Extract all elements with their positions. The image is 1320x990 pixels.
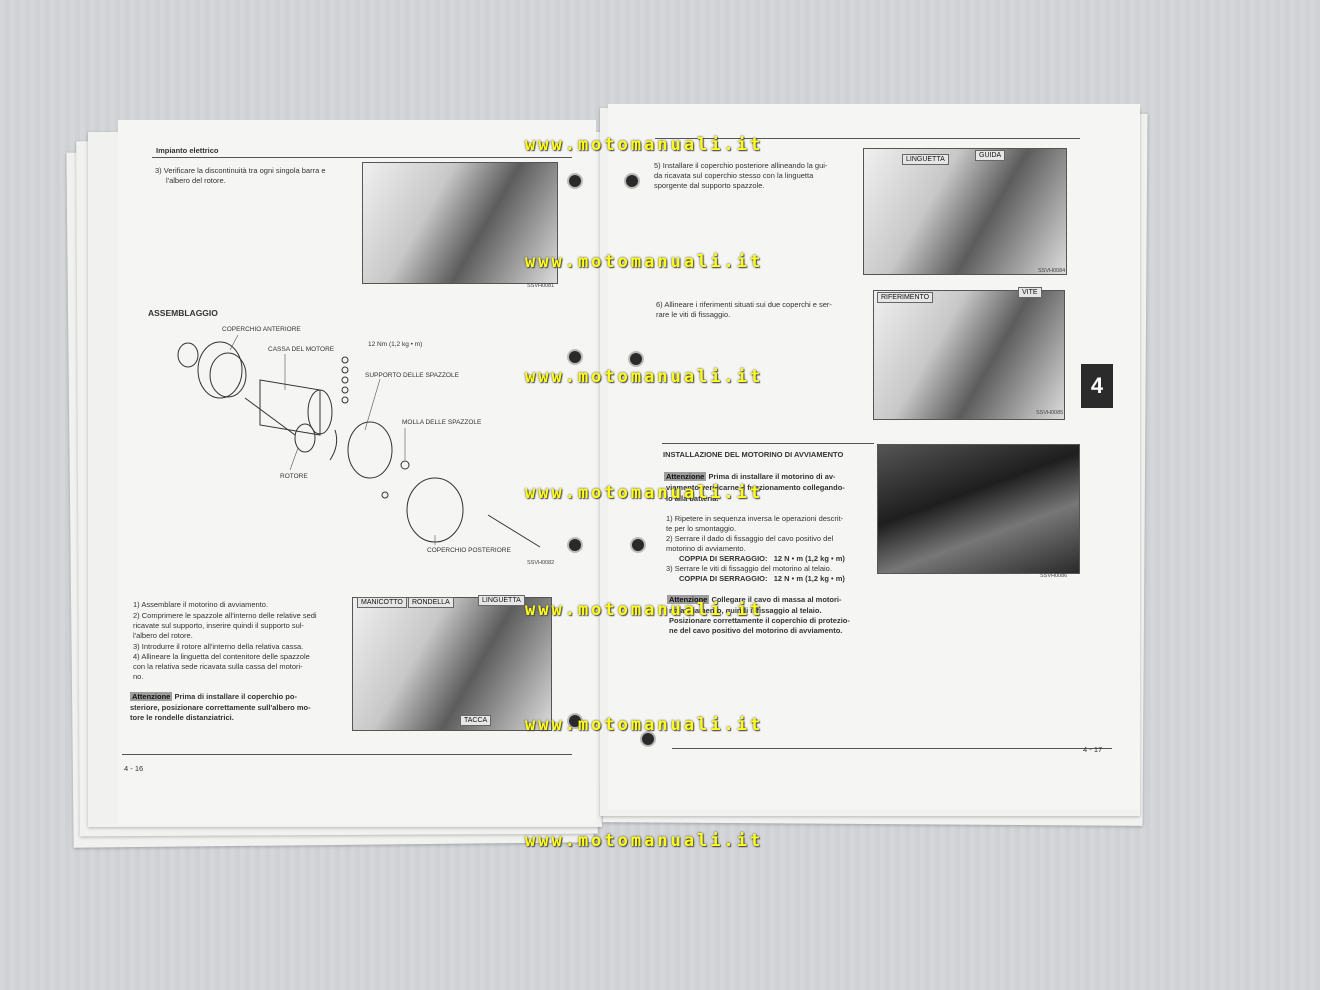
label-motor-case: CASSA DEL MOTORE bbox=[268, 346, 335, 353]
torque-value: 12 N • m (1,2 kg • m) bbox=[773, 574, 845, 583]
right-attention1-line2: viamento verificarne il funzionamento co… bbox=[666, 483, 845, 492]
rear-cover-photo-code: SSVH0084 bbox=[1038, 268, 1066, 274]
binding-hole bbox=[567, 713, 583, 729]
right-attention2-text: Collegare il cavo di massa al motori- bbox=[711, 595, 842, 604]
binding-hole bbox=[624, 173, 640, 189]
binding-hole bbox=[567, 349, 583, 365]
label-rotor: ROTORE bbox=[280, 473, 308, 480]
torque-row-2: COPPIA DI SERRAGGIO: 12 N • m (1,2 kg • … bbox=[679, 574, 845, 584]
watermark: www.motomanuali.it bbox=[525, 600, 764, 620]
left-step-line: l'albero del rotore. bbox=[133, 631, 193, 640]
right-attention1-line3: lo alla batteria. bbox=[666, 494, 719, 503]
watermark: www.motomanuali.it bbox=[525, 483, 764, 503]
left-step-line: ricavate sul supporto, inserire quindi i… bbox=[133, 621, 304, 630]
installed-motor-photo bbox=[877, 444, 1080, 574]
attention-badge: Attenzione bbox=[664, 472, 707, 481]
assembly-title: ASSEMBLAGGIO bbox=[148, 308, 218, 318]
right-attention2-line3: Posizionare correttamente il coperchio d… bbox=[669, 616, 850, 625]
label-notch: TACCA bbox=[460, 715, 492, 726]
left-step-line: 3) Introdurre il rotore all'interno dell… bbox=[133, 642, 304, 651]
right-step5-line2: da ricavata sul coperchio stesso con la … bbox=[654, 171, 814, 180]
binding-hole bbox=[567, 537, 583, 553]
right-attention2-line2: no avviamento, quindi il fissaggio al te… bbox=[669, 606, 822, 615]
left-attention-line1: Attenzione Prima di installare il coperc… bbox=[130, 692, 297, 702]
torque-row-1: COPPIA DI SERRAGGIO: 12 N • m (1,2 kg • … bbox=[679, 554, 845, 564]
label-rear-cover: COPERCHIO POSTERIORE bbox=[427, 547, 511, 554]
label-brush-holder: SUPPORTO DELLE SPAZZOLE bbox=[365, 372, 459, 379]
left-footer-rule bbox=[122, 754, 572, 755]
install-step-line: te per lo smontaggio. bbox=[666, 524, 737, 533]
label-washer: RONDELLA bbox=[408, 597, 454, 608]
chapter-tab: 4 bbox=[1081, 364, 1113, 408]
alignment-photo-code: SSVH0085 bbox=[1036, 410, 1064, 416]
binding-hole bbox=[640, 731, 656, 747]
install-title-rule bbox=[662, 443, 874, 444]
label-guide: GUIDA bbox=[975, 150, 1006, 161]
left-header: Impianto elettrico bbox=[156, 146, 219, 155]
install-step3: 3) Serrare le viti di fissaggio del moto… bbox=[666, 564, 832, 573]
right-attention2-line1: Attenzione Collegare il cavo di massa al… bbox=[667, 595, 841, 605]
left-step3-line2: l'albero del rotore. bbox=[166, 176, 226, 185]
right-step6-line2: rare le viti di fissaggio. bbox=[656, 310, 731, 319]
watermark: www.motomanuali.it bbox=[525, 135, 764, 155]
rear-cover-photo bbox=[863, 148, 1067, 275]
diagram-code: SSVH0082 bbox=[527, 560, 555, 566]
label-brush-spring: MOLLA DELLE SPAZZOLE bbox=[402, 419, 482, 426]
left-page-number: 4 - 16 bbox=[124, 764, 144, 773]
left-step-line: no. bbox=[133, 672, 144, 681]
exploded-diagram bbox=[177, 334, 541, 548]
left-attention-line3: tore le rondelle distanziatrici. bbox=[130, 713, 234, 722]
rotor-photo-code: SSVH0081 bbox=[527, 283, 555, 289]
attention-badge: Attenzione bbox=[130, 692, 173, 701]
left-attention-text: Prima di installare il coperchio po- bbox=[174, 692, 297, 701]
right-step5-line1: 5) Installare il coperchio posteriore al… bbox=[654, 161, 828, 170]
left-step-line: 4) Allineare la linguetta del contenitor… bbox=[133, 652, 310, 661]
label-reference: RIFERIMENTO bbox=[877, 292, 934, 303]
watermark: www.motomanuali.it bbox=[525, 715, 764, 735]
binding-hole bbox=[567, 173, 583, 189]
left-step-line: 1) Assemblare il motorino di avviamento. bbox=[133, 600, 269, 609]
right-attention1-line1: Attenzione Prima di installare il motori… bbox=[664, 472, 836, 482]
watermark: www.motomanuali.it bbox=[525, 252, 764, 272]
right-step6-line1: 6) Allineare i riferimenti situati sui d… bbox=[656, 300, 832, 309]
attention-badge: Attenzione bbox=[667, 595, 710, 604]
watermark: www.motomanuali.it bbox=[525, 367, 764, 387]
left-attention-line2: steriore, posizionare correttamente sull… bbox=[130, 703, 311, 712]
installed-motor-photo-code: SSVH0086 bbox=[1040, 573, 1068, 579]
label-torque: 12 Nm (1,2 kg • m) bbox=[368, 341, 423, 348]
alignment-photo bbox=[873, 290, 1065, 420]
left-step3-line1: 3) Verificare la discontinuità tra ogni … bbox=[155, 166, 326, 175]
right-attention1-text: Prima di installare il motorino di av- bbox=[708, 472, 836, 481]
label-front-cover: COPERCHIO ANTERIORE bbox=[222, 326, 301, 333]
label-screw: VITE bbox=[1018, 287, 1042, 298]
install-step-line: 1) Ripetere in sequenza inversa le opera… bbox=[666, 514, 844, 523]
install-step-line: 2) Serrare il dado di fissaggio del cavo… bbox=[666, 534, 834, 543]
label-sleeve: MANICOTTO bbox=[357, 597, 407, 608]
right-header-rule bbox=[655, 138, 1080, 139]
torque-value: 12 N • m (1,2 kg • m) bbox=[773, 554, 845, 563]
install-step-line: motorino di avviamento. bbox=[666, 544, 746, 553]
label-tongue-left: LINGUETTA bbox=[478, 595, 525, 606]
right-attention2-line4: ne del cavo positivo del motorino di avv… bbox=[669, 626, 843, 635]
binding-hole bbox=[630, 537, 646, 553]
left-step-line: con la relativa sede ricavata sulla cass… bbox=[133, 662, 303, 671]
right-step5-line3: sporgente dal supporto spazzole. bbox=[654, 181, 765, 190]
torque-label: COPPIA DI SERRAGGIO: bbox=[679, 574, 768, 583]
binding-hole bbox=[628, 351, 644, 367]
install-title: INSTALLAZIONE DEL MOTORINO DI AVVIAMENTO bbox=[663, 450, 844, 459]
rotor-photo bbox=[362, 162, 558, 284]
right-page-number: 4 - 17 bbox=[1083, 745, 1103, 754]
label-tongue-right: LINGUETTA bbox=[902, 154, 949, 165]
watermark: www.motomanuali.it bbox=[525, 831, 764, 851]
torque-label: COPPIA DI SERRAGGIO: bbox=[679, 554, 768, 563]
right-footer-rule bbox=[672, 748, 1112, 749]
left-header-rule bbox=[152, 157, 572, 158]
brush-holder-photo bbox=[352, 597, 552, 731]
left-step-line: 2) Comprimere le spazzole all'interno de… bbox=[133, 611, 317, 620]
